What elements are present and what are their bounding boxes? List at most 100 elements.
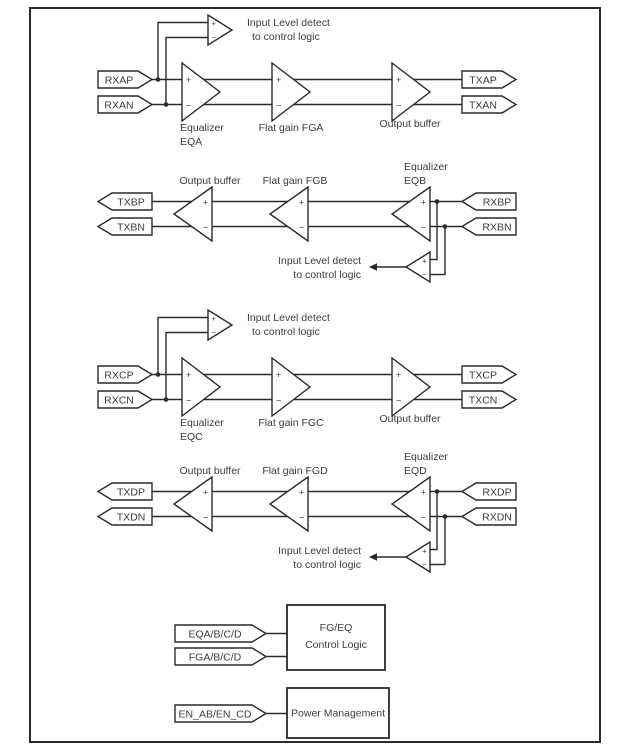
equalizer-label-line1: Equalizer [180, 122, 224, 134]
amp-output-buffer-a [391, 61, 432, 123]
pin-rxbp [460, 192, 517, 211]
pin-rxdn-label: RXDN [482, 512, 512, 524]
pin-txap [461, 70, 518, 89]
junction-dot [163, 102, 169, 107]
channel-b: TXBP TXBN RXBP RXBN + − + − + − + − Inpu… [96, 161, 517, 284]
junction-dot [163, 397, 169, 402]
pin-rxap [97, 70, 154, 89]
detect-tap-wire-n [430, 516, 446, 566]
arrowhead-left [369, 263, 377, 271]
arrowhead-left [369, 553, 377, 561]
amp-output-buffer-d [172, 475, 213, 533]
plus-mark: + [396, 370, 401, 380]
minus-mark: − [421, 513, 426, 523]
pin-rxdp-label: RXDP [482, 487, 511, 499]
pin-rxbp-label: RXBP [483, 197, 512, 209]
pin-en-ab-en-cd-label: EN_AB/EN_CD [179, 709, 252, 721]
junction-dot [155, 372, 161, 377]
pin-rxcp [97, 365, 154, 384]
pin-txcp [461, 365, 518, 384]
amp-input-level-detect-b [404, 250, 431, 284]
control-logic-section: EQA/B/C/D FGA/B/C/D FG/EQ Control Logic [174, 604, 386, 671]
minus-mark: − [186, 396, 191, 406]
minus-mark: − [421, 223, 426, 233]
junction-dot [434, 489, 440, 494]
flat-gain-label: Flat gain FGB [263, 175, 328, 187]
detect-tap-wire-p [430, 491, 438, 551]
equalizer-label-line2: EQA [180, 136, 202, 148]
detect-label-line2: to control logic [293, 269, 361, 281]
plus-mark: + [203, 198, 208, 208]
pin-eq-abcd [174, 624, 268, 643]
pin-rxbn [460, 217, 517, 236]
power-management-box-label: Power Management [291, 708, 385, 720]
flat-gain-label: Flat gain FGD [262, 465, 328, 477]
flat-gain-label: Flat gain FGC [258, 417, 324, 429]
channel-a: RXAP RXAN + − + − + − TXAP TXAN + − Inpu… [97, 13, 518, 148]
amp-equalizer-eqa [181, 61, 222, 123]
pin-fg-abcd-label: FGA/B/C/D [189, 652, 242, 664]
amp-input-level-detect-c [207, 308, 234, 342]
pin-txbp [96, 192, 153, 211]
pin-txan-label: TXAN [469, 100, 497, 112]
pin-rxcn-label: RXCN [104, 395, 134, 407]
minus-mark: − [299, 223, 304, 233]
amp-input-level-detect-a [207, 13, 234, 47]
amp-output-buffer-c [391, 356, 432, 418]
pin-txbp-label: TXBP [117, 197, 144, 209]
detect-tap-wire-n [430, 226, 446, 276]
detect-label-line1: Input Level detect [247, 312, 330, 324]
pin-txdn-label: TXDN [117, 512, 146, 524]
minus-mark: − [276, 101, 281, 111]
plus-mark: + [212, 19, 217, 28]
amp-equalizer-eqc [181, 356, 222, 418]
plus-mark: + [276, 75, 281, 85]
amp-output-buffer-b [172, 185, 213, 243]
minus-mark: − [203, 223, 208, 233]
channel-d: TXDP TXDN RXDP RXDN + − + − + − + − Inpu… [96, 451, 517, 574]
junction-dot [442, 224, 448, 229]
plus-mark: + [421, 198, 426, 208]
amp-flat-gain-fgd [268, 475, 309, 533]
plus-mark: + [422, 257, 427, 266]
pin-rxdp [460, 482, 517, 501]
equalizer-label-line2: EQC [180, 431, 203, 443]
pin-en-ab-en-cd [174, 704, 268, 723]
pin-rxan-label: RXAN [104, 100, 133, 112]
pin-txbn [96, 217, 153, 236]
pin-txdp [96, 482, 153, 501]
pin-rxbn-label: RXBN [482, 222, 511, 234]
equalizer-label-line2: EQD [404, 465, 427, 477]
pin-txdn [96, 507, 153, 526]
detect-label-line1: Input Level detect [278, 255, 361, 267]
junction-dot [442, 514, 448, 519]
output-buffer-label: Output buffer [379, 413, 441, 425]
detect-tap-wire-p [157, 316, 208, 375]
control-logic-box-label-line1: FG/EQ [320, 622, 353, 634]
plus-mark: + [396, 75, 401, 85]
plus-mark: + [212, 314, 217, 323]
minus-mark: − [396, 396, 401, 406]
plus-mark: + [421, 488, 426, 498]
detect-tap-wire-n [165, 331, 208, 400]
fg-eq-control-logic-box [286, 604, 386, 671]
minus-mark: − [396, 101, 401, 111]
plus-mark: + [299, 488, 304, 498]
pin-txap-label: TXAP [469, 75, 496, 87]
plus-mark: + [186, 370, 191, 380]
pin-rxcp-label: RXCP [104, 370, 133, 382]
output-buffer-label: Output buffer [379, 118, 441, 130]
minus-mark: − [212, 33, 217, 42]
minus-mark: − [203, 513, 208, 523]
power-management-section: EN_AB/EN_CD Power Management [174, 687, 390, 739]
pin-txcp-label: TXCP [469, 370, 497, 382]
amp-flat-gain-fgb [268, 185, 309, 243]
output-buffer-label: Output buffer [179, 465, 241, 477]
minus-mark: − [422, 270, 427, 279]
plus-mark: + [299, 198, 304, 208]
pin-eq-abcd-label: EQA/B/C/D [188, 629, 242, 641]
detect-label-line2: to control logic [252, 31, 320, 43]
junction-dot [434, 199, 440, 204]
